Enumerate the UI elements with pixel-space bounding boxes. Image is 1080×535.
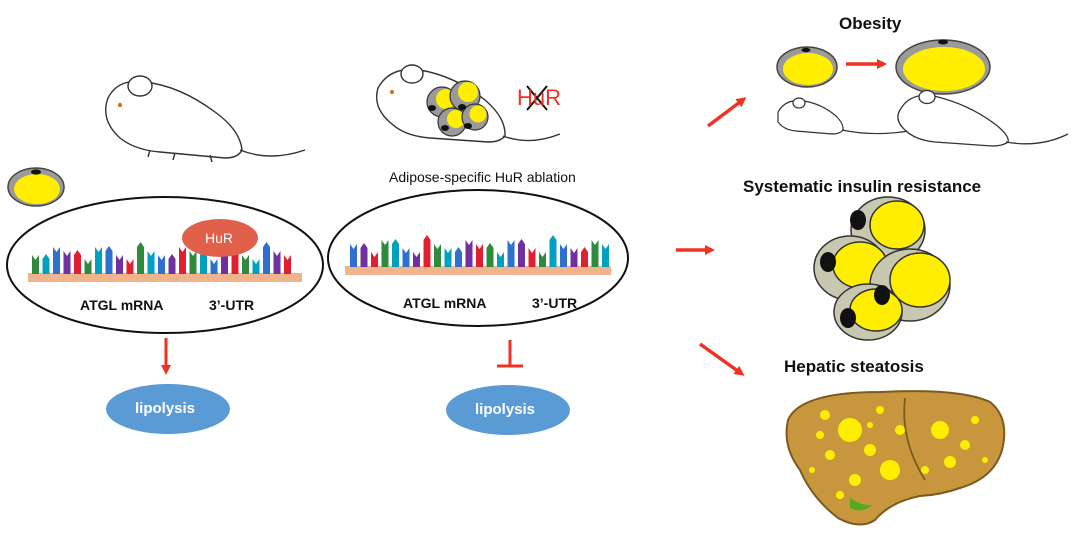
mrna-base bbox=[273, 251, 281, 274]
adipocyte-small-obesity-icon bbox=[776, 46, 838, 88]
mrna-base bbox=[252, 259, 260, 274]
mrna-base bbox=[539, 252, 546, 267]
mrna-base bbox=[179, 247, 186, 274]
mrna-base bbox=[434, 244, 441, 267]
lipolysis-left-ellipse bbox=[106, 384, 230, 434]
mrna-base bbox=[507, 240, 515, 267]
mrna-base bbox=[350, 244, 357, 267]
mrna-base bbox=[189, 251, 197, 274]
hur-label: HuR bbox=[205, 230, 234, 246]
atgl-mrna-label-right: ATGL mRNA bbox=[403, 295, 487, 311]
lipolysis-left-label: lipolysis bbox=[135, 400, 196, 417]
hur-crossed-label: HuR bbox=[517, 85, 562, 110]
adipocyte-cluster-large-icon bbox=[813, 196, 951, 341]
mrna-base bbox=[497, 252, 504, 267]
mrna-base bbox=[560, 244, 567, 267]
mrna-base bbox=[581, 247, 588, 267]
utr-label-left: 3’-UTR bbox=[209, 297, 255, 313]
mrna-base bbox=[126, 259, 134, 274]
ablation-caption: Adipose-specific HuR ablation bbox=[389, 169, 576, 185]
mrna-bases-right bbox=[350, 235, 609, 267]
mrna-base bbox=[476, 244, 483, 267]
mouse-small-icon bbox=[777, 97, 926, 135]
adipocyte-small-left-icon bbox=[7, 167, 65, 207]
mrna-base bbox=[423, 235, 431, 267]
adipocyte-large-obesity-icon bbox=[895, 39, 991, 95]
mrna-base bbox=[402, 248, 410, 267]
utr-label-right: 3’-UTR bbox=[532, 295, 578, 311]
mrna-base bbox=[413, 252, 420, 267]
mrna-base bbox=[455, 247, 462, 267]
insulin-resistance-title: Systematic insulin resistance bbox=[743, 177, 982, 196]
obesity-title: Obesity bbox=[839, 14, 902, 33]
mrna-base bbox=[200, 250, 207, 274]
mrna-base bbox=[147, 251, 155, 274]
mrna-strand-left bbox=[28, 273, 302, 282]
mrna-base bbox=[371, 252, 378, 267]
mrna-base bbox=[42, 254, 50, 274]
lipolysis-right-ellipse bbox=[446, 385, 570, 435]
adipocyte-cluster-mouse-icon bbox=[426, 80, 489, 137]
mrna-base bbox=[210, 259, 218, 274]
mrna-base bbox=[84, 259, 92, 274]
mrna-base bbox=[63, 251, 71, 274]
mrna-base bbox=[32, 255, 39, 274]
mrna-base bbox=[591, 240, 599, 267]
mrna-base bbox=[444, 248, 452, 267]
hepatic-steatosis-title: Hepatic steatosis bbox=[784, 357, 924, 376]
mrna-base bbox=[158, 255, 165, 274]
mrna-base bbox=[518, 239, 525, 267]
mrna-base bbox=[486, 243, 494, 267]
arrow-to-steatosis bbox=[698, 342, 745, 376]
liver-icon bbox=[785, 390, 1006, 526]
arrow-to-obesity bbox=[706, 97, 747, 128]
mouse-left-eye bbox=[117, 102, 123, 108]
mrna-base bbox=[284, 255, 291, 274]
mrna-base bbox=[381, 240, 389, 267]
hur-protein-icon bbox=[182, 219, 258, 257]
mrna-base bbox=[105, 246, 113, 274]
mrna-base bbox=[95, 247, 102, 274]
inhibition-symbol bbox=[497, 340, 523, 368]
mrna-base bbox=[242, 255, 249, 274]
mouse-middle-eye bbox=[389, 89, 395, 95]
mrna-base bbox=[549, 235, 557, 267]
mrna-base bbox=[116, 255, 123, 274]
mrna-base bbox=[53, 247, 60, 274]
adipocyte-nuclei bbox=[820, 210, 890, 328]
mrna-base bbox=[168, 254, 176, 274]
mouse-left-icon bbox=[105, 75, 306, 163]
mrna-base bbox=[570, 248, 578, 267]
mrna-base bbox=[263, 242, 270, 274]
mrna-base bbox=[602, 244, 609, 267]
mouse-large-icon bbox=[897, 89, 1069, 147]
atgl-mrna-label-left: ATGL mRNA bbox=[80, 297, 164, 313]
mrna-strand-right bbox=[345, 266, 611, 275]
mrna-base bbox=[465, 240, 473, 267]
mrna-base bbox=[392, 239, 399, 267]
lipolysis-right-label: lipolysis bbox=[475, 401, 536, 418]
mrna-base bbox=[137, 242, 144, 274]
hur-cross-icon bbox=[526, 85, 548, 111]
mrna-base bbox=[528, 248, 536, 267]
mrna-base bbox=[74, 250, 81, 274]
mrna-bases-left bbox=[32, 242, 291, 274]
mrna-base bbox=[360, 243, 368, 267]
